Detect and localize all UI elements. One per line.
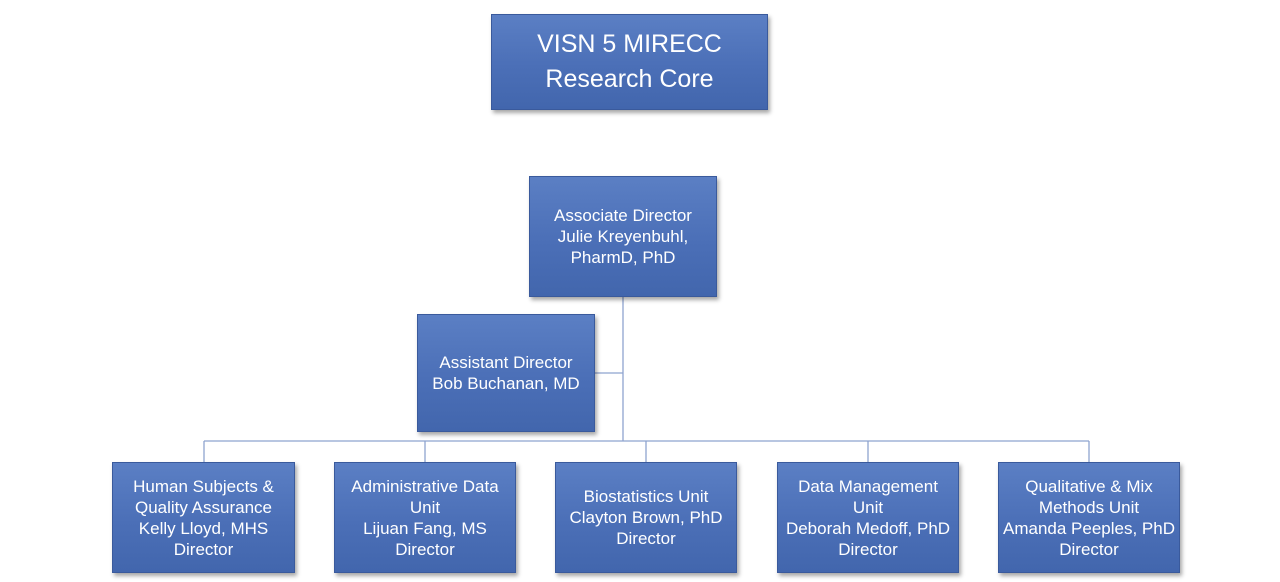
org-box-qualitative-mix-methods-unit: Qualitative & Mix Methods Unit Amanda Pe… — [998, 462, 1180, 573]
org-box-associate-director: Associate Director Julie Kreyenbuhl, Pha… — [529, 176, 717, 297]
org-box-data-management-unit: Data Management Unit Deborah Medoff, PhD… — [777, 462, 959, 573]
org-box-administrative-data-unit: Administrative Data Unit Lijuan Fang, MS… — [334, 462, 516, 573]
box-line: Director — [1059, 539, 1119, 559]
org-box-biostatistics-unit: Biostatistics Unit Clayton Brown, PhD Di… — [555, 462, 737, 573]
box-line: Research Core — [545, 65, 714, 93]
box-line: Lijuan Fang, MS — [363, 518, 487, 538]
box-line: Administrative Data — [351, 476, 499, 496]
box-line: VISN 5 MIRECC — [537, 30, 722, 58]
box-line: Bob Buchanan, MD — [432, 374, 580, 393]
box-line: Director — [395, 539, 455, 559]
box-line: Assistant Director — [439, 353, 573, 372]
box-line: Data Management — [798, 476, 938, 496]
box-line: Julie Kreyenbuhl, — [557, 227, 689, 246]
box-line: Clayton Brown, PhD — [569, 508, 723, 527]
box-line: Unit — [852, 497, 884, 517]
box-line: PharmD, PhD — [570, 248, 676, 267]
box-line: Human Subjects & — [133, 476, 274, 496]
box-line: Deborah Medoff, PhD — [785, 518, 951, 538]
box-line: Qualitative & Mix — [1025, 476, 1153, 496]
box-line: Amanda Peeples, PhD — [1003, 518, 1175, 538]
box-line: Unit — [409, 497, 441, 517]
box-line: Associate Director — [554, 206, 692, 225]
box-line: Quality Assurance — [134, 497, 272, 517]
box-line: Methods Unit — [1038, 497, 1140, 517]
box-line: Biostatistics Unit — [583, 487, 709, 506]
box-line: Director — [616, 529, 676, 548]
box-line: Director — [838, 539, 898, 559]
org-box-visn5-mirecc-research-core: VISN 5 MIRECC Research Core — [491, 14, 768, 110]
org-box-assistant-director: Assistant Director Bob Buchanan, MD — [417, 314, 595, 432]
box-line: Director — [173, 539, 234, 559]
box-line: Kelly Lloyd, MHS — [138, 518, 269, 538]
org-box-human-subjects-qa: Human Subjects & Quality Assurance Kelly… — [112, 462, 295, 573]
